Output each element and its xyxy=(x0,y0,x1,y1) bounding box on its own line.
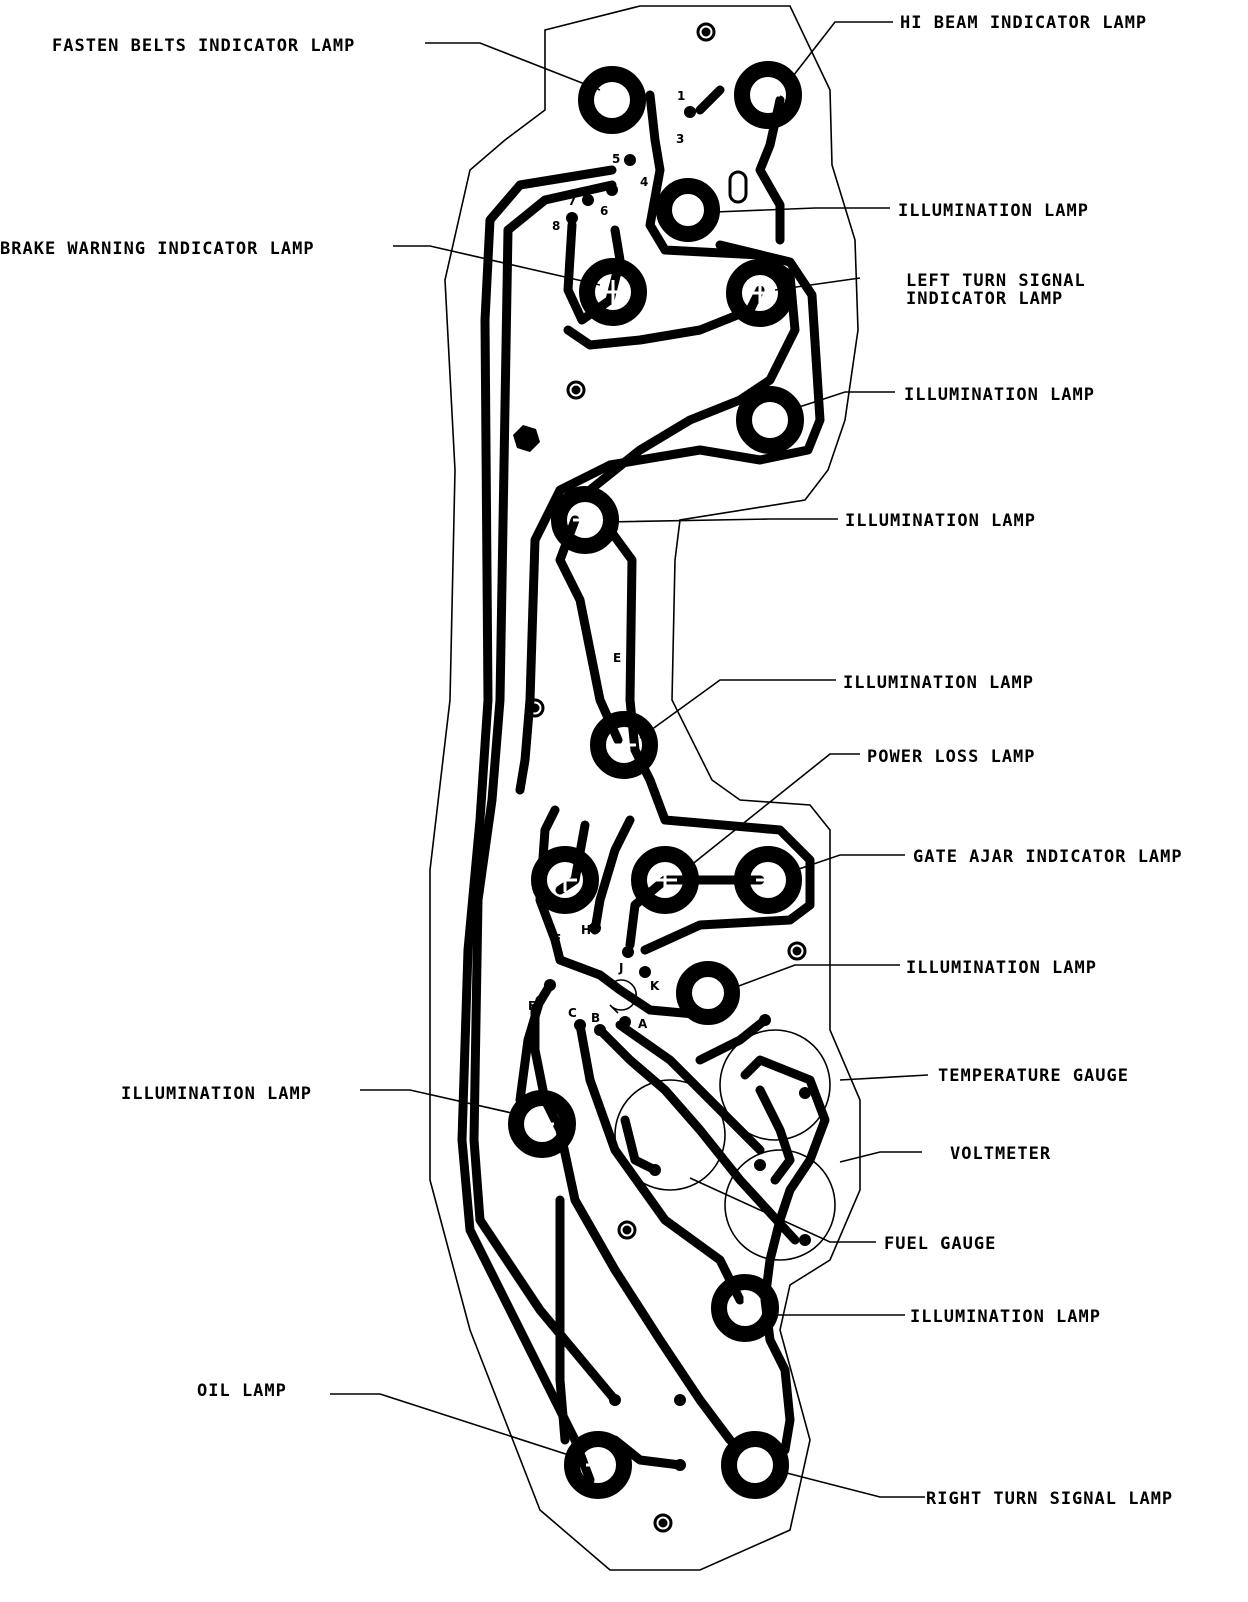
label-fuel-gauge: FUEL GAUGE xyxy=(884,1234,996,1254)
label-illumination-4: ILLUMINATION LAMP xyxy=(843,673,1034,693)
socket-hi-beam xyxy=(734,61,802,129)
label-left-turn-1: LEFT TURN SIGNAL xyxy=(906,271,1086,291)
pin-a: A xyxy=(638,1017,648,1031)
pin-4: 4 xyxy=(640,175,648,189)
pin-7: 7 xyxy=(568,194,576,208)
fuel-gauge-outline xyxy=(614,1079,726,1191)
socket-left-cluster xyxy=(531,846,599,914)
pin-e-top: E xyxy=(613,651,621,665)
label-illumination-5: ILLUMINATION LAMP xyxy=(906,958,1097,978)
pin-8: 8 xyxy=(552,219,560,233)
label-brake-warning: BRAKE WARNING INDICATOR LAMP xyxy=(0,239,315,259)
label-oil-lamp: OIL LAMP xyxy=(197,1381,287,1401)
gauge-keyhole xyxy=(609,979,637,1014)
gauge-outlines xyxy=(609,979,836,1261)
pin-5: 5 xyxy=(612,152,620,166)
pin-3: 3 xyxy=(676,132,684,146)
socket-brake xyxy=(579,258,647,326)
pin-j: J xyxy=(618,961,623,975)
pin-h: H xyxy=(581,923,591,937)
pin-c: C xyxy=(568,1006,577,1020)
pentastar-logo xyxy=(513,425,540,452)
pin-1: 1 xyxy=(677,89,685,103)
pin-k: K xyxy=(650,979,660,993)
socket-illum-4 xyxy=(590,711,658,779)
label-voltmeter: VOLTMETER xyxy=(950,1144,1051,1164)
label-illumination-6: ILLUMINATION LAMP xyxy=(910,1307,1101,1327)
leader-lines xyxy=(330,21,929,1498)
label-gate-ajar: GATE AJAR INDICATOR LAMP xyxy=(913,847,1183,867)
socket-illum-left xyxy=(508,1090,576,1158)
temperature-gauge-outline xyxy=(719,1029,831,1141)
socket-fasten-belts xyxy=(578,66,646,134)
label-power-loss: POWER LOSS LAMP xyxy=(867,747,1036,767)
pin-f: F xyxy=(553,932,561,946)
label-hi-beam: HI BEAM INDICATOR LAMP xyxy=(900,13,1147,33)
socket-illum-3 xyxy=(551,486,619,554)
socket-illum-1 xyxy=(656,178,720,242)
board-outline xyxy=(429,5,861,1571)
pin-e: E xyxy=(528,999,536,1013)
label-right-turn: RIGHT TURN SIGNAL LAMP xyxy=(926,1489,1173,1509)
socket-left-turn xyxy=(726,259,794,327)
voltmeter-outline xyxy=(724,1149,836,1261)
label-illumination-2: ILLUMINATION LAMP xyxy=(904,385,1095,405)
label-left-turn-2: INDICATOR LAMP xyxy=(906,289,1063,309)
lamp-sockets xyxy=(508,61,804,1499)
pin-6: 6 xyxy=(600,204,608,218)
socket-gate-ajar xyxy=(734,846,802,914)
socket-illum-6 xyxy=(711,1274,779,1342)
mounting-holes xyxy=(525,22,807,1533)
callouts: FASTEN BELTS INDICATOR LAMP HI BEAM INDI… xyxy=(0,13,1183,1509)
pin-b: B xyxy=(591,1011,600,1025)
socket-illum-2 xyxy=(736,386,804,454)
label-illumination-1: ILLUMINATION LAMP xyxy=(898,201,1089,221)
socket-illum-5 xyxy=(676,961,740,1025)
socket-oil xyxy=(564,1431,632,1499)
terminal-pads xyxy=(544,106,811,1471)
label-illumination-left: ILLUMINATION LAMP xyxy=(121,1084,312,1104)
socket-crosshairs xyxy=(530,83,784,1477)
socket-right-turn xyxy=(721,1431,789,1499)
socket-power-loss xyxy=(631,846,699,914)
label-temperature-gauge: TEMPERATURE GAUGE xyxy=(938,1066,1129,1086)
pin-labels: 1 3 4 5 6 7 8 E F H J K E C B A xyxy=(528,89,685,1031)
label-illumination-3: ILLUMINATION LAMP xyxy=(845,511,1036,531)
label-fasten-belts: FASTEN BELTS INDICATOR LAMP xyxy=(52,36,355,56)
